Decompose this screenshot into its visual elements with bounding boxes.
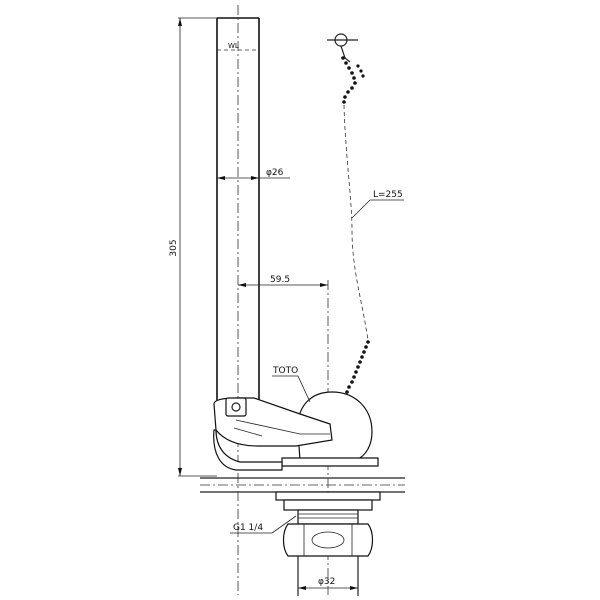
thread-label: G1 1/4 <box>233 523 263 533</box>
drain-outlet: G1 1/4 φ32 <box>230 491 381 596</box>
pipe-diameter-label: φ26 <box>266 168 284 178</box>
outlet-diameter-label: φ32 <box>318 577 335 587</box>
chain-beads-bottom <box>345 340 370 394</box>
offset-label: 59.5 <box>270 275 290 285</box>
overflow-pipe: WL <box>216 5 260 595</box>
chain-length-label: L=255 <box>373 190 403 200</box>
height-dimension: 305 <box>169 17 217 477</box>
chain-assembly: L=255 <box>327 33 404 394</box>
svg-text:WL: WL <box>228 42 239 50</box>
height-label: 305 <box>169 239 179 256</box>
brand-label: TOTO <box>272 366 298 376</box>
chain-beads-top <box>341 56 365 104</box>
pipe-diameter-dimension: φ26 <box>217 168 290 180</box>
tank-bottom-plate <box>200 477 405 493</box>
flapper-valve: TOTO <box>213 366 379 471</box>
